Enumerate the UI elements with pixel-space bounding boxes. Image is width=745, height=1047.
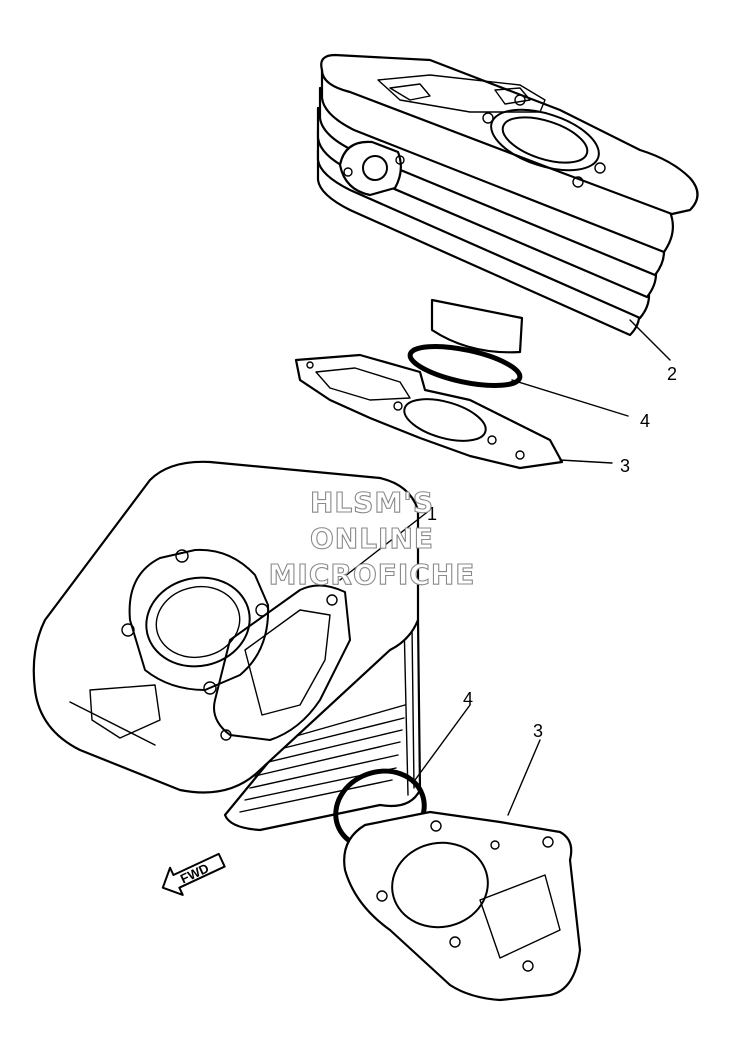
callout-1-bottom: 1	[339, 504, 437, 581]
callout-label-3-bottom: 3	[533, 721, 543, 741]
fwd-arrow-icon: FWD	[161, 852, 226, 896]
callout-label-4-top: 4	[640, 411, 650, 431]
callout-label-3-top: 3	[620, 456, 630, 476]
watermark: HLSM'S ONLINE MICROFICHE	[268, 485, 476, 591]
upper-o-ring: 4	[407, 343, 650, 431]
fwd-label: FWD	[178, 860, 211, 886]
callout-label-4-bottom: 4	[463, 689, 473, 709]
callout-label-2: 2	[667, 364, 677, 384]
lower-base-gasket: 3	[343, 721, 582, 1002]
watermark-line-3: MICROFICHE	[269, 558, 476, 591]
watermark-line-2: ONLINE	[310, 522, 434, 555]
callout-label-1: 1	[427, 504, 437, 524]
watermark-line-1: HLSM'S	[310, 486, 434, 519]
callout-2-top: 2	[629, 319, 677, 384]
upper-base-gasket: 3	[294, 353, 630, 476]
upper-cylinder	[316, 53, 699, 354]
lower-cylinder	[32, 460, 422, 832]
